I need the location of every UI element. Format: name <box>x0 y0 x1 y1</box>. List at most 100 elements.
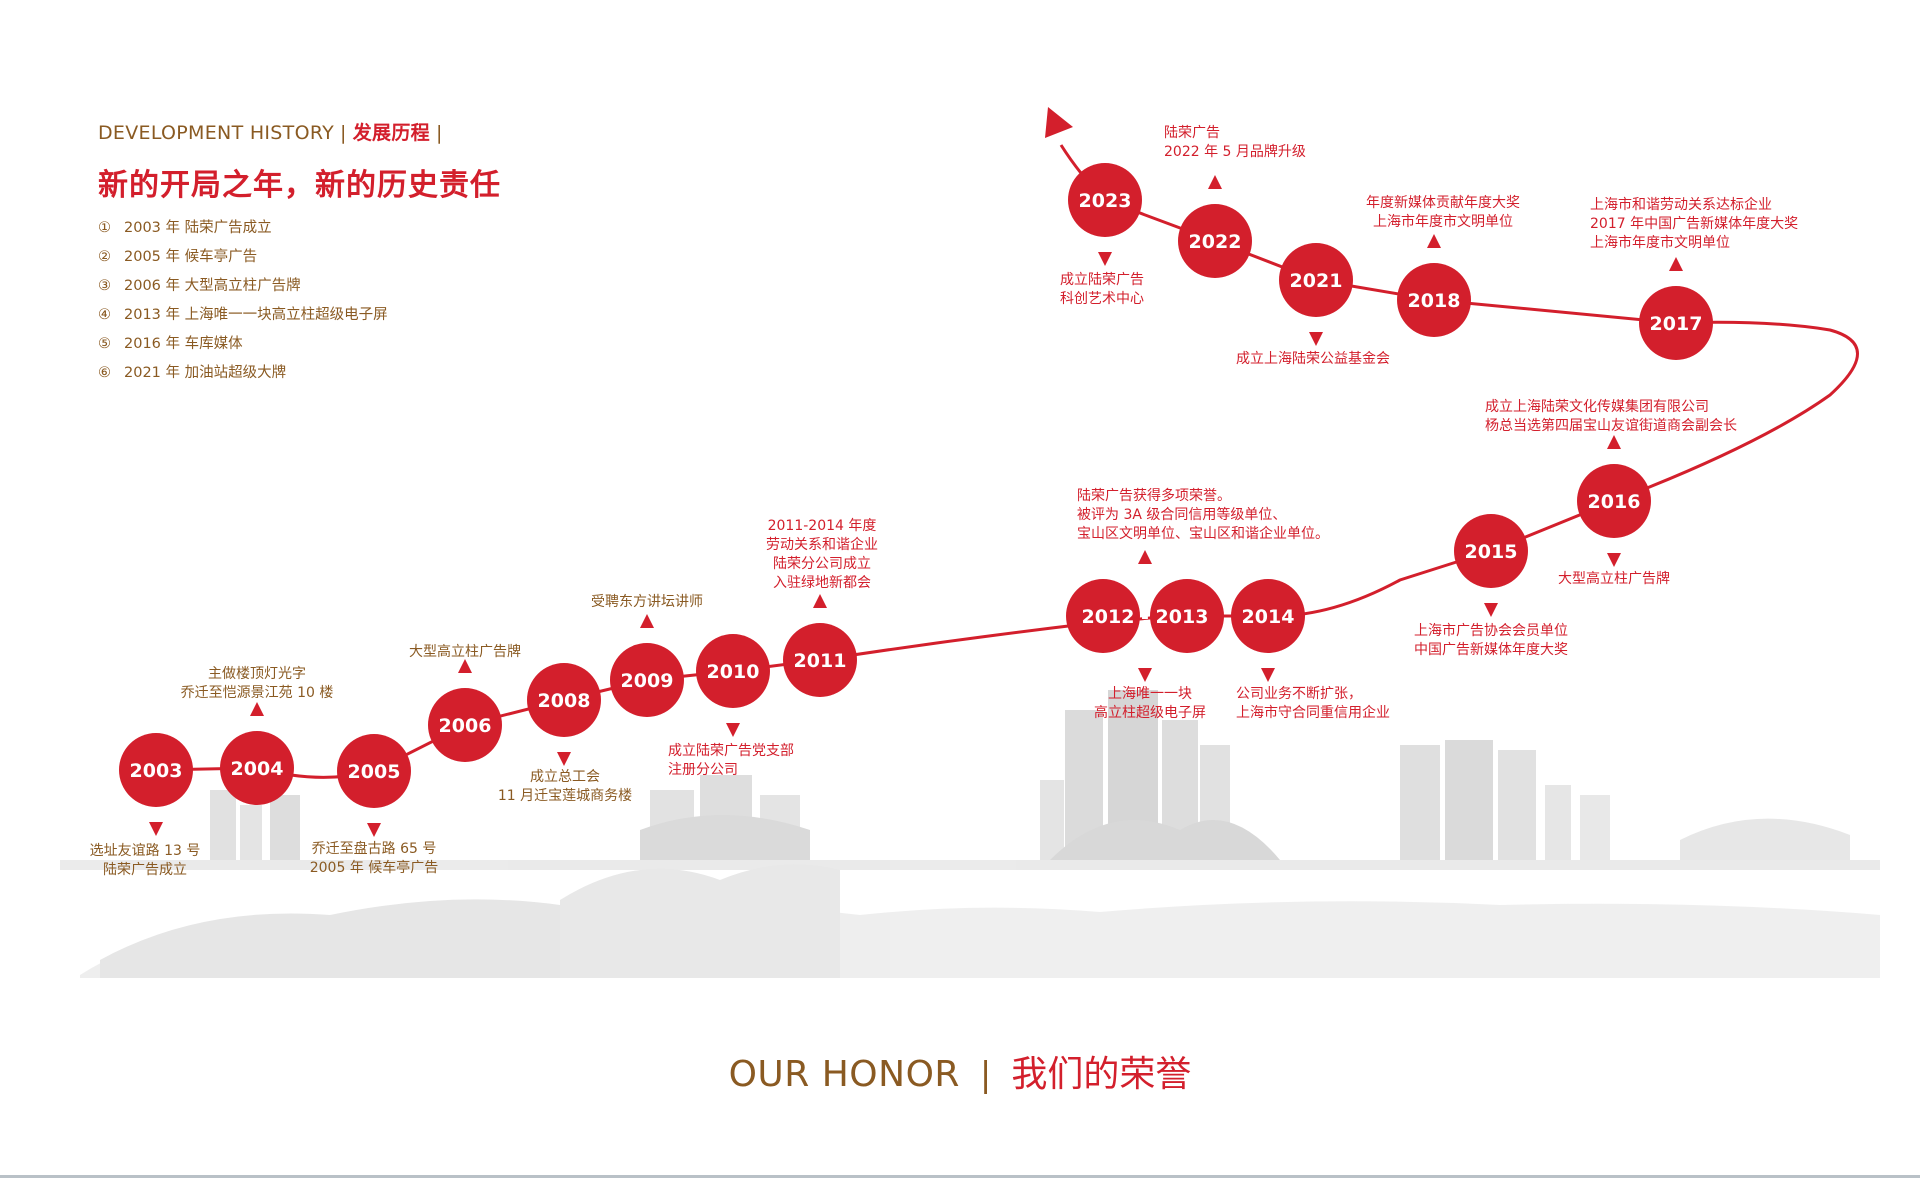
timeline-note: 主做楼顶灯光字乔迁至恺源景江苑 10 楼 <box>181 665 334 703</box>
timeline-note-line: 乔迁至恺源景江苑 10 楼 <box>180 685 334 701</box>
year-label: 2009 <box>621 670 674 692</box>
year-label: 2008 <box>538 690 591 712</box>
timeline-note-line: 宝山区文明单位、宝山区和谐企业单位。 <box>1077 526 1329 542</box>
timeline-note: 年度新媒体贡献年度大奖上海市年度市文明单位 <box>1366 194 1520 232</box>
honor-heading-cn: 我们的荣誉 <box>1011 1054 1192 1095</box>
milestone-number: ① <box>98 220 111 236</box>
timeline-note-line: 上海唯一一块 <box>1108 686 1192 702</box>
timeline-note: 成立陆荣广告党支部注册分公司 <box>668 742 794 780</box>
timeline-note-line: 11 月迁宝莲城商务楼 <box>497 788 633 804</box>
timeline-note-line: 陆荣广告成立 <box>103 862 187 878</box>
marker-up-icon <box>1208 175 1222 189</box>
timeline-arrow-head <box>1045 107 1073 138</box>
marker-up-icon <box>1138 550 1152 564</box>
timeline-note-line: 2011-2014 年度 <box>767 518 877 534</box>
year-node <box>1397 263 1471 337</box>
heading-en: DEVELOPMENT HISTORY <box>98 122 335 144</box>
timeline-note-line: 上海市广告协会会员单位 <box>1414 623 1568 639</box>
timeline-note-line: 成立上海陆荣公益基金会 <box>1236 351 1390 367</box>
milestone-text: 2003 年 陆荣广告成立 <box>124 220 272 236</box>
timeline-note-line: 陆荣广告获得多项荣誉。 <box>1077 488 1231 504</box>
honor-heading-separator: | <box>979 1055 992 1095</box>
year-label: 2010 <box>707 661 760 683</box>
year-node <box>1068 163 1142 237</box>
year-node <box>119 733 193 807</box>
marker-up-icon <box>1427 234 1441 248</box>
timeline-note-line: 乔迁至盘古路 65 号 <box>311 841 437 857</box>
timeline-note-line: 年度新媒体贡献年度大奖 <box>1366 195 1520 211</box>
year-label: 2003 <box>130 760 183 782</box>
year-node <box>1639 286 1713 360</box>
timeline-note: 乔迁至盘古路 65 号 2005 年 候车亭广告 <box>310 840 439 878</box>
timeline-note-line: 入驻绿地新都会 <box>773 575 871 591</box>
year-node <box>1577 464 1651 538</box>
year-label: 2006 <box>439 715 492 737</box>
timeline-note-line: 上海市和谐劳动关系达标企业 <box>1590 197 1772 213</box>
timeline-note-line: 上海市年度市文明单位 <box>1373 214 1513 230</box>
timeline-note-line: 陆荣广告 <box>1164 125 1220 141</box>
timeline-note-line: 2017 年中国广告新媒体年度大奖 <box>1590 216 1799 232</box>
timeline-note-line: 陆荣分公司成立 <box>773 556 871 572</box>
marker-up-icon <box>1607 435 1621 449</box>
marker-up-icon <box>813 594 827 608</box>
timeline-note: 选址友谊路 13 号陆荣广告成立 <box>90 842 201 880</box>
timeline-note-line: 主做楼顶灯光字 <box>208 666 306 682</box>
timeline-note-line: 上海市守合同重信用企业 <box>1236 705 1390 721</box>
milestone-text: 2021 年 加油站超级大牌 <box>124 365 287 381</box>
milestone-number: ③ <box>98 278 111 294</box>
year-node <box>527 663 601 737</box>
timeline-note-line: 成立陆荣广告 <box>1060 272 1144 288</box>
timeline-note: 上海市广告协会会员单位中国广告新媒体年度大奖 <box>1414 622 1568 660</box>
timeline-note-line: 成立总工会 <box>529 769 600 785</box>
marker-down-icon <box>1309 332 1323 346</box>
year-node <box>337 734 411 808</box>
year-label: 2005 <box>348 761 401 783</box>
timeline-note: 上海唯一一块高立柱超级电子屏 <box>1094 685 1206 723</box>
timeline-note-line: 大型高立柱广告牌 <box>1558 571 1670 587</box>
year-label: 2012 - 2013 <box>1082 606 1209 628</box>
timeline-note-line: 2005 年 候车亭广告 <box>309 860 439 876</box>
timeline-note: 陆荣广告 2022 年 5 月品牌升级 <box>1164 124 1306 162</box>
milestone-item: ④ 2013 年 上海唯一一块高立柱超级电子屏 <box>98 301 388 330</box>
milestone-item: ⑤ 2016 年 车库媒体 <box>98 330 388 359</box>
milestone-number: ④ <box>98 307 111 323</box>
milestone-number: ⑤ <box>98 336 111 352</box>
timeline-note: 成立上海陆荣公益基金会 <box>1236 350 1390 369</box>
marker-down-icon <box>1261 668 1275 682</box>
milestone-text: 2016 年 车库媒体 <box>124 336 243 352</box>
timeline-note: 受聘东方讲坛讲师 <box>591 593 703 612</box>
marker-up-icon <box>1669 257 1683 271</box>
timeline-note-line: 选址友谊路 13 号 <box>89 843 201 859</box>
timeline-note-line: 杨总当选第四届宝山友谊街道商会副会长 <box>1485 418 1737 434</box>
city-skyline-illustration <box>60 690 1880 978</box>
honor-heading: OUR HONOR | 我们的荣誉 <box>0 1045 1920 1097</box>
year-node <box>1066 579 1140 653</box>
timeline-note-line: 大型高立柱广告牌 <box>409 644 521 660</box>
timeline-note-line: 注册分公司 <box>668 762 738 778</box>
marker-up-icon <box>640 614 654 628</box>
year-node <box>220 731 294 805</box>
year-node <box>1150 579 1224 653</box>
timeline-note-line: 劳动关系和谐企业 <box>766 537 878 553</box>
timeline-note: 大型高立柱广告牌 <box>1558 570 1670 589</box>
year-node <box>1279 243 1353 317</box>
honor-heading-en: OUR HONOR <box>728 1054 960 1095</box>
year-label: 2011 <box>794 650 847 672</box>
marker-down-icon <box>1138 668 1152 682</box>
year-label: 2016 <box>1588 491 1641 513</box>
marker-down-icon <box>149 822 163 836</box>
year-label: 2015 <box>1465 541 1518 563</box>
year-node <box>783 623 857 697</box>
timeline-note-line: 2022 年 5 月品牌升级 <box>1164 144 1306 160</box>
year-label: 2018 <box>1408 290 1461 312</box>
milestone-number: ⑥ <box>98 365 111 381</box>
marker-down-icon <box>1484 603 1498 617</box>
timeline-note: 公司业务不断扩张，上海市守合同重信用企业 <box>1236 685 1390 723</box>
year-node <box>1454 514 1528 588</box>
milestone-text: 2013 年 上海唯一一块高立柱超级电子屏 <box>124 307 388 323</box>
marker-down-icon <box>1607 553 1621 567</box>
